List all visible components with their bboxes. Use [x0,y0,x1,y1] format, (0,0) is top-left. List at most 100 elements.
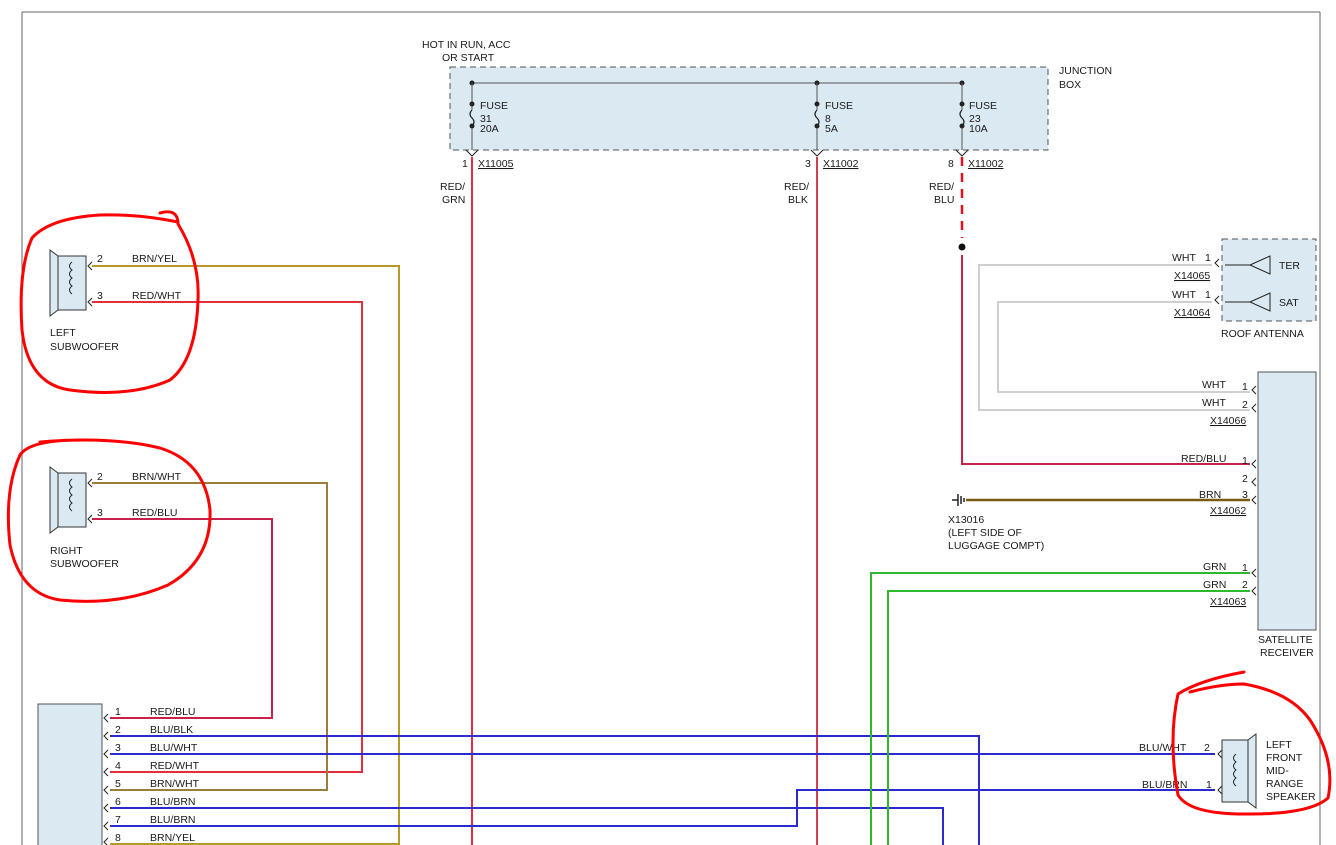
page-frame [21,11,1321,845]
component-label: RECEIVER [1260,647,1314,659]
amplifier-body [37,703,103,845]
wire-color: RED/WHT [150,760,200,772]
terminal-icon [87,478,93,524]
speaker-coil-box [57,255,87,311]
roof-antenna-body [1221,238,1317,322]
junction-box-label-line1: JUNCTION [1059,65,1112,77]
wire-color: BLU/BLK [150,724,193,736]
ground-location-line3: LUGGAGE COMPT) [948,540,1044,552]
terminal-icon [1214,258,1220,268]
pin-number: 3 [97,507,103,519]
wire-color: BLU/WHT [150,742,198,754]
wires [92,157,1250,845]
wire-color: BLU/WHT [1139,742,1187,754]
component-label: LEFT [1266,739,1292,751]
terminal-icon [103,803,109,813]
fuse-word: FUSE [480,100,508,112]
terminal-icon [103,837,109,845]
annotation-circle-right-subwoofer [6,438,212,603]
wire-color-line1: RED/ [784,181,809,193]
pin-number: 5 [115,778,121,790]
fuse-23: FUSE 23 10A 8 X11002 RED/ BLU [929,83,1004,206]
satellite-receiver-body [1257,371,1317,631]
antenna-ter-label: TER [1279,260,1300,272]
terminal-icon [103,749,109,759]
pin-number: 1 [1205,252,1211,264]
pin-number: 6 [115,796,121,808]
pin-number: 8 [948,158,954,170]
wire-color: RED/BLU [150,706,196,718]
right-subwoofer: 2 BRN/WHT 3 RED/BLU RIGHT SUBWOOFER [49,466,182,570]
terminal-icon [103,821,109,831]
component-label: ROOF ANTENNA [1221,328,1304,340]
wire-wht-ter [978,264,1250,411]
pin-number: 7 [115,814,121,826]
terminal-icon [103,767,109,777]
pin-number: 3 [97,290,103,302]
pin-number: 3 [115,742,121,754]
component-label: LEFT [50,327,76,339]
wire-color: WHT [1202,379,1226,391]
fuse-symbol-icon [959,109,965,127]
amplifier-connector: 1 RED/BLU 2 BLU/BLK 3 BLU/WHT 4 RED/WHT … [37,703,200,845]
wire-blu-brn-7 [110,789,1215,827]
ground-point: X13016 (LEFT SIDE OF LUGGAGE COMPT) [948,494,1044,552]
amp-pin-row: 4 RED/WHT [103,760,200,777]
wire-color: WHT [1202,397,1226,409]
pin-number: 2 [97,471,103,483]
fuse-word: FUSE [969,100,997,112]
pin-number: 2 [1242,399,1248,411]
wire-color: BLU/BRN [150,796,196,808]
ground-location-line2: (LEFT SIDE OF [948,527,1022,539]
ground-connector-id: X13016 [948,514,984,526]
ground-icon [952,494,965,506]
amp-pin-row: 3 BLU/WHT [103,742,198,759]
junction-box-body [449,66,1049,151]
wire-color-line2: BLU [934,194,954,206]
connector-id: X14065 [1174,270,1210,282]
wire-color-line1: RED/ [929,181,954,193]
component-label: SATELLITE [1258,634,1313,646]
annotations [6,210,1332,816]
wire-color: BRN/YEL [150,832,195,844]
wire-color: WHT [1172,252,1196,264]
coil-icon [1233,753,1237,787]
component-label: SPEAKER [1266,791,1316,803]
component-label: MID- [1266,765,1289,777]
coil-icon [69,478,73,512]
pin-number: 2 [1204,742,1210,754]
pin-number: 2 [1242,473,1248,485]
speaker-icon [49,466,59,534]
fuse-rating: 5A [825,123,838,135]
wire-grn-2 [887,590,1250,845]
component-label: SUBWOOFER [50,341,119,353]
pin-number: 4 [115,760,121,772]
fuse-number: 8 [825,113,831,125]
wire-color: RED/BLU [132,507,178,519]
terminal-icon [103,731,109,741]
wire-color: RED/BLU [1181,453,1227,465]
left-front-mid-range-speaker: BLU/WHT 2 BLU/BRN 1 LEFT FRONT MID- RANG… [1139,733,1316,809]
wire-color-line1: RED/ [440,181,465,193]
pin-number: 3 [805,158,811,170]
connector-id: X14066 [1210,415,1246,427]
junction-box-label-line2: BOX [1059,79,1081,91]
wire-brn-wht [92,482,328,791]
pin-number: 1 [1242,562,1248,574]
antenna-ter-icon [1225,255,1271,275]
connector-id: X11005 [478,158,514,170]
pin-number: 2 [1242,579,1248,591]
amp-pin-row: 2 BLU/BLK [103,724,193,741]
wire-blu-brn-6 [110,807,944,845]
wire-splice-dot [958,243,966,251]
pin-number: 1 [1242,381,1248,393]
amp-pin-row: 1 RED/BLU [103,706,196,723]
left-subwoofer: 2 BRN/YEL 3 RED/WHT LEFT SUBWOOFER [49,249,182,353]
terminal-icon [103,785,109,795]
fuse-rating: 10A [969,123,988,135]
component-label: FRONT [1266,752,1303,764]
fuse-number: 31 [480,113,492,125]
connector-terminal-icon [810,149,824,157]
wire-color: BRN [1199,489,1221,501]
